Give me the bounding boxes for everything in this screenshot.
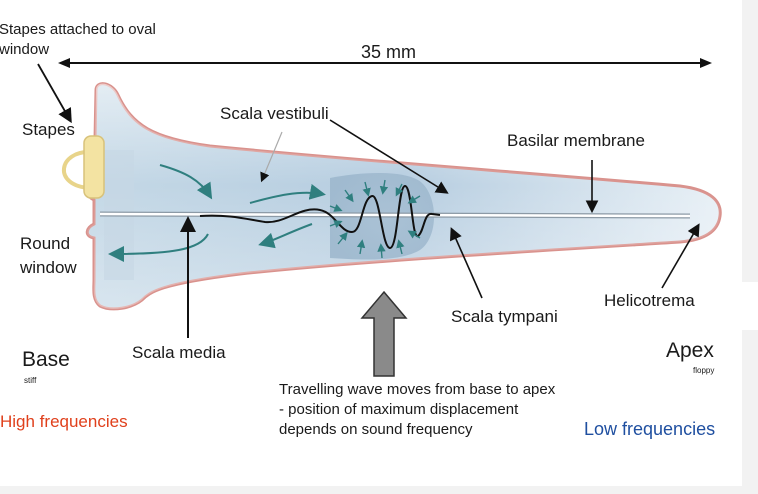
label-stapes-attached: Stapes attached to oval window (0, 21, 156, 58)
flow-arrow-2 (249, 183, 326, 204)
label-base-sub: stiff (24, 376, 37, 385)
pointer-stapes-attached (37, 63, 72, 124)
label-scala-media: Scala media (132, 343, 226, 362)
label-basilar-membrane: Basilar membrane (507, 131, 645, 150)
pointer-scala-vestibuli-2 (329, 119, 449, 194)
label-high-frequencies: High frequencies (0, 412, 128, 431)
pointer-scala-tympani (450, 227, 483, 299)
wave-force-arrows (329, 179, 421, 259)
label-apex-sub: floppy (693, 366, 715, 375)
travelling-wave (199, 184, 441, 250)
label-length: 35 mm (361, 42, 417, 62)
label-base: Base (22, 348, 70, 371)
stapes-ring (61, 149, 93, 190)
frame-bottom-edge (0, 486, 758, 494)
frame-right-edge (742, 0, 758, 494)
flow-arrow-3 (258, 223, 313, 249)
label-scala-tympani: Scala tympani (451, 307, 558, 326)
label-scala-vestibuli: Scala vestibuli (220, 104, 329, 123)
pointer-scala-vestibuli (260, 131, 283, 183)
big-grey-arrow (360, 290, 408, 377)
flow-arrow-1 (159, 164, 213, 200)
label-round-window: Round window (20, 234, 77, 277)
frame-right-notch (742, 282, 758, 330)
label-low-frequencies: Low frequencies (584, 419, 716, 439)
pointer-helicotrema (661, 223, 700, 289)
label-stapes: Stapes (22, 120, 75, 139)
flow-arrow-4 (108, 233, 209, 262)
label-helicotrema: Helicotrema (604, 291, 695, 310)
label-wave-note: Travelling wave moves from base to apex … (279, 381, 556, 438)
stapes-footplate (83, 135, 105, 199)
label-apex: Apex (666, 339, 714, 362)
